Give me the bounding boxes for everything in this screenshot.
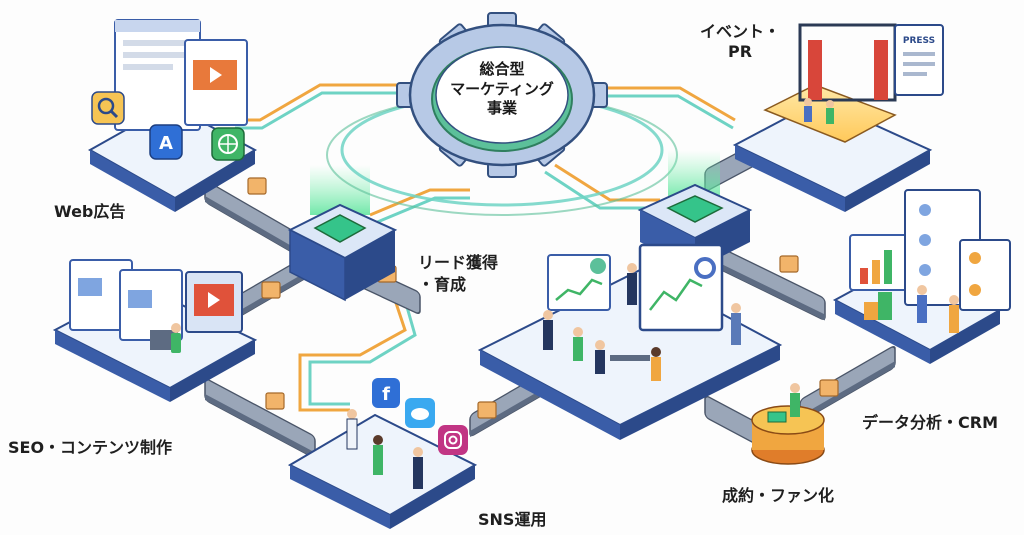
video-play-icon bbox=[210, 67, 222, 83]
hub-title-line1: 総合型 bbox=[479, 60, 525, 78]
platform-sns: f bbox=[287, 378, 478, 529]
parcel-boxes bbox=[247, 177, 839, 419]
hub-title: 総合型 マーケティング 事業 bbox=[439, 60, 565, 119]
conversion-drum bbox=[751, 383, 825, 465]
instagram-icon bbox=[438, 425, 468, 455]
globe-icon bbox=[211, 127, 245, 161]
connector-lines bbox=[235, 83, 736, 412]
label-events-pr: イベント・ PR bbox=[700, 22, 781, 61]
label-conversion: 成約・ファン化 bbox=[722, 486, 835, 505]
label-sns: SNS運用 bbox=[478, 510, 547, 529]
platform-seo-content bbox=[52, 259, 258, 402]
twitter-icon bbox=[405, 398, 435, 428]
label-lead-line1: リード獲得 bbox=[418, 253, 499, 272]
label-lead-line2: ・育成 bbox=[418, 274, 467, 294]
facebook-icon: f bbox=[372, 378, 400, 408]
ad-icon: A bbox=[149, 124, 183, 160]
platform-data-crm bbox=[832, 189, 1011, 364]
hub-title-line2: マーケティング bbox=[450, 79, 554, 98]
ad-icon-letter: A bbox=[159, 133, 173, 154]
platform-team bbox=[477, 243, 783, 440]
platform-events-pr: PRESS bbox=[732, 23, 944, 212]
press-label: PRESS bbox=[903, 36, 935, 46]
search-icon bbox=[91, 91, 125, 125]
platform-web-ads: A bbox=[87, 19, 258, 212]
label-lead-nurture: リード獲得 ・育成 bbox=[418, 252, 498, 295]
lead-machine bbox=[287, 165, 398, 302]
label-seo-content: SEO・コンテンツ制作 bbox=[8, 438, 173, 457]
hub-title-line3: 事業 bbox=[486, 99, 517, 117]
svg-text:f: f bbox=[382, 384, 390, 405]
gear-hub bbox=[326, 12, 678, 216]
label-web-ads: Web広告 bbox=[54, 202, 126, 221]
video-play-icon bbox=[208, 292, 220, 308]
press-release-icon: PRESS bbox=[894, 24, 944, 96]
label-data-crm: データ分析・CRM bbox=[862, 413, 998, 432]
